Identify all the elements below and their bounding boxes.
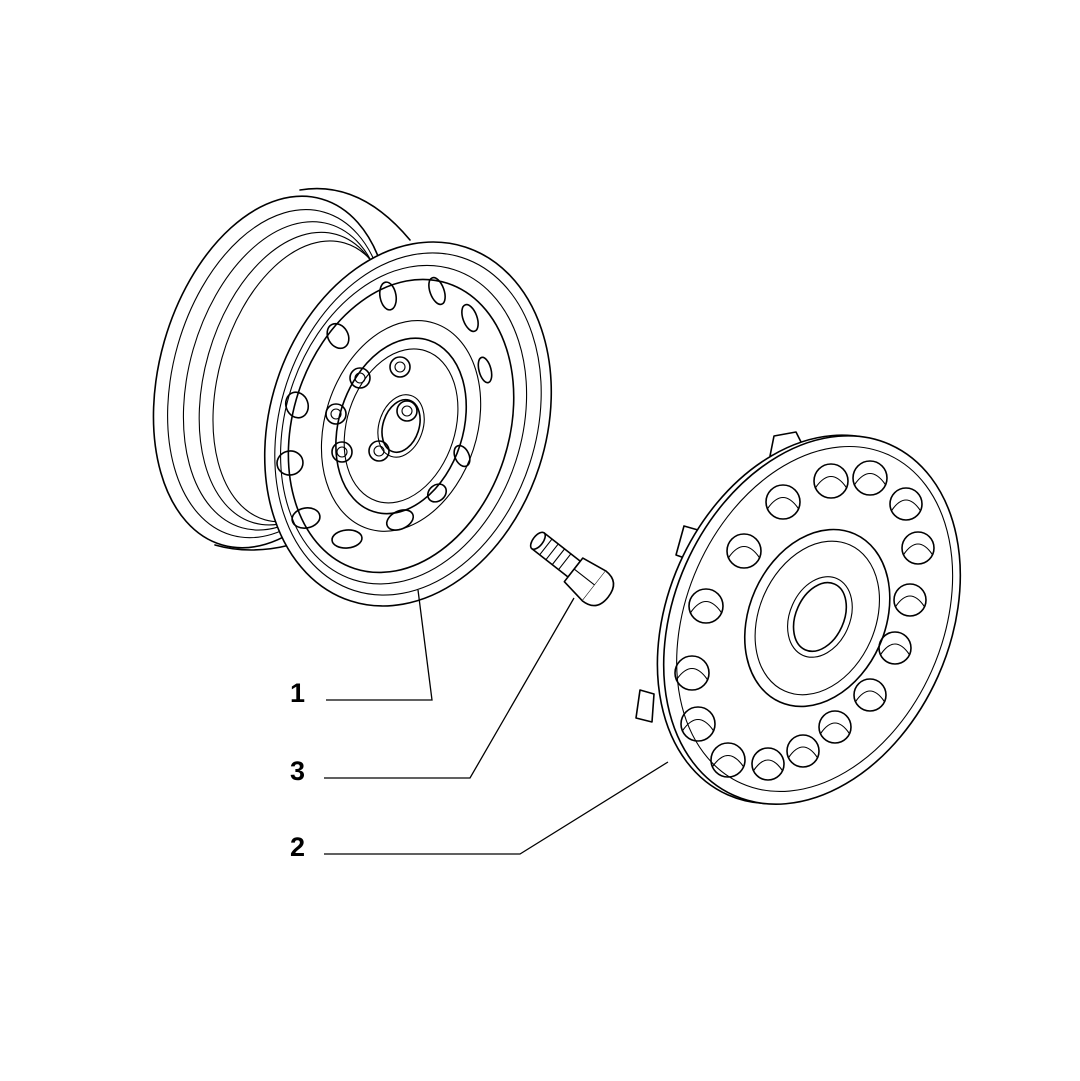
wheel-vent-holes xyxy=(276,276,493,549)
hubcap-vent-holes xyxy=(674,460,935,781)
leader-line-3 xyxy=(324,597,575,779)
wheel-bolt xyxy=(529,531,615,607)
hubcap xyxy=(635,431,962,805)
leader-line-1 xyxy=(326,589,433,701)
wheel-stud-holes xyxy=(325,356,418,463)
callout-label-3: 3 xyxy=(290,756,305,786)
callout-label-1: 1 xyxy=(290,678,305,708)
leader-line-2 xyxy=(324,761,669,855)
wheel-rim xyxy=(152,187,553,607)
callout-label-2: 2 xyxy=(290,832,305,862)
